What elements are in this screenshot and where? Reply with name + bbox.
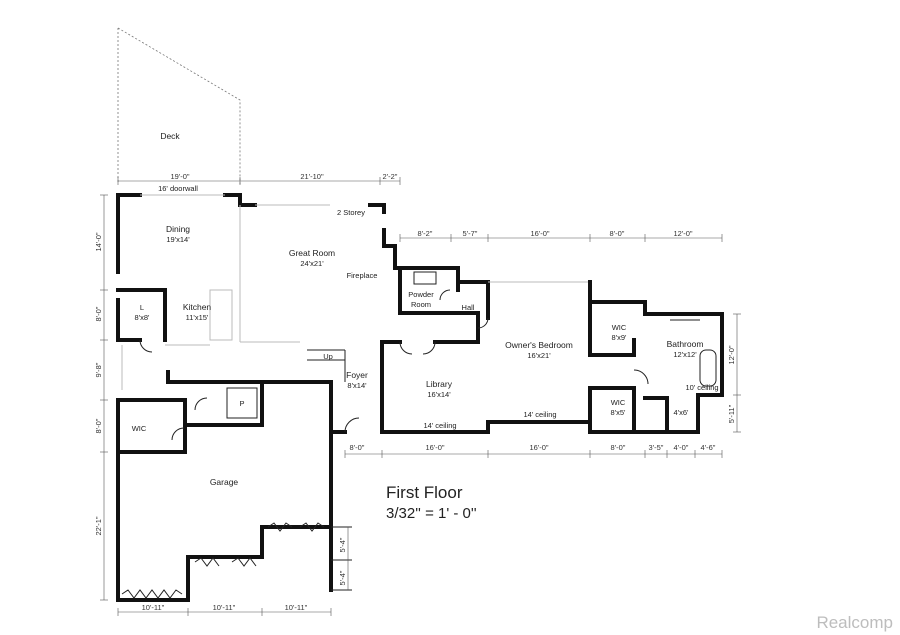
stairs-up-label: Up	[323, 352, 333, 361]
bathroom-size: 12'x12'	[673, 350, 697, 359]
left-dimension-line: 14'-0" 8'-0" 9'-8" 8'-0" 22'-1"	[94, 194, 108, 601]
dim-19-0: 19'-0"	[170, 172, 189, 181]
owners-bedroom-ceiling: 14' ceiling	[523, 410, 556, 419]
dim-garage-10-11-b: 10'-11"	[213, 603, 236, 612]
dim-left-14-0: 14'-0"	[94, 232, 103, 251]
dim-left-8-0-a: 8'-0"	[94, 306, 103, 321]
powder-room-label-2: Room	[411, 300, 431, 309]
dim-21-10: 21'-10"	[300, 172, 324, 181]
watermark: Realcomp	[816, 613, 893, 632]
wic-1-label: WIC	[612, 323, 627, 332]
room-labels: Dining 19'x14' Great Room 24'x21' 2 Stor…	[132, 208, 719, 487]
dim-2-2: 2'-2"	[383, 172, 398, 181]
library-ceiling: 14' ceiling	[423, 421, 456, 430]
wic-2-size: 8'x5'	[611, 408, 627, 417]
dim-bottom-4-6: 4'-6"	[701, 443, 716, 452]
dim-left-8-0-b: 8'-0"	[94, 418, 103, 433]
garage-dimension-lines: 5'-4" 5'-4" 10'-11" 10'-11" 10'-11"	[117, 527, 349, 616]
dim-bottom-8-0: 8'-0"	[350, 443, 365, 452]
dim-bottom-4-0: 4'-0"	[674, 443, 689, 452]
wic-1-size: 8'x9'	[612, 333, 628, 342]
dim-right-5-11: 5'-11"	[727, 404, 736, 423]
fireplace-label: Fireplace	[347, 271, 378, 280]
kitchen-label: Kitchen	[183, 302, 212, 312]
great-room-label: Great Room	[289, 248, 335, 258]
owners-bedroom-label: Owner's Bedroom	[505, 340, 573, 350]
dim-garage-5-4-a: 5'-4"	[338, 537, 347, 552]
right-dimension-line: 12'-0" 5'-11"	[727, 313, 741, 433]
dim-bottom-3-5: 3'-5"	[649, 443, 664, 452]
bottom-dimension-line: 8'-0" 16'-0" 16'-0" 8'-0" 3'-5" 4'-0" 4'…	[344, 443, 723, 458]
bathroom-ceiling: 10' ceiling	[685, 383, 718, 392]
dim-bottom-8-0-c: 8'-0"	[611, 443, 626, 452]
dim-garage-5-4-b: 5'-4"	[338, 570, 347, 585]
hall-label: Hall	[462, 303, 475, 312]
kitchen-size: 11'x15'	[186, 313, 209, 322]
laundry-size: 8'x8'	[135, 313, 151, 322]
dim-bottom-16-0-b: 16'-0"	[529, 443, 548, 452]
foyer-label: Foyer	[346, 370, 368, 380]
dining-label: Dining	[166, 224, 190, 234]
exterior-walls	[116, 193, 724, 602]
dim-8-2: 8'-2"	[418, 229, 433, 238]
bathroom-label: Bathroom	[667, 339, 704, 349]
top-right-dimension-line: 8'-2" 5'-7" 16'-0" 8'-0" 12'-0"	[399, 229, 723, 242]
two-storey-label: 2 Storey	[337, 208, 365, 217]
dim-bottom-16-0-a: 16'-0"	[425, 443, 444, 452]
great-room-size: 24'x21'	[300, 259, 324, 268]
owners-bedroom-size: 16'x21'	[527, 351, 551, 360]
shower-size: 4'x6'	[674, 408, 690, 417]
wic-2-label: WIC	[611, 398, 626, 407]
garage-label: Garage	[210, 477, 239, 487]
dim-garage-10-11-a: 10'-11"	[142, 603, 165, 612]
plan-scale: 3/32'' = 1' - 0''	[386, 505, 477, 522]
powder-room-label: Powder	[408, 290, 434, 299]
dim-right-12-0: 12'-0"	[727, 345, 736, 364]
foyer-size: 8'x14'	[347, 381, 367, 390]
deck-label: Deck	[160, 131, 180, 141]
floor-title: First Floor	[386, 483, 463, 502]
dim-left-9-8: 9'-8"	[94, 362, 103, 377]
dim-5-7: 5'-7"	[463, 229, 478, 238]
wic-left-label: WIC	[132, 424, 147, 433]
dim-8-0-top: 8'-0"	[610, 229, 625, 238]
dim-left-22-1: 22'-1"	[94, 516, 103, 535]
interior-details	[121, 271, 717, 599]
library-label: Library	[426, 379, 453, 389]
pantry-label: P	[239, 399, 244, 408]
top-dimension-line: 19'-0" 21'-10" 2'-2"	[117, 172, 401, 185]
deck-area: Deck	[117, 27, 241, 184]
library-size: 16'x14'	[427, 390, 451, 399]
doorwall-label: 16' doorwall	[158, 184, 198, 193]
dim-16-0-top: 16'-0"	[530, 229, 549, 238]
dim-12-0-top: 12'-0"	[673, 229, 692, 238]
dining-size: 19'x14'	[166, 235, 190, 244]
laundry-label: L	[140, 303, 144, 312]
dim-garage-10-11-c: 10'-11"	[285, 603, 308, 612]
